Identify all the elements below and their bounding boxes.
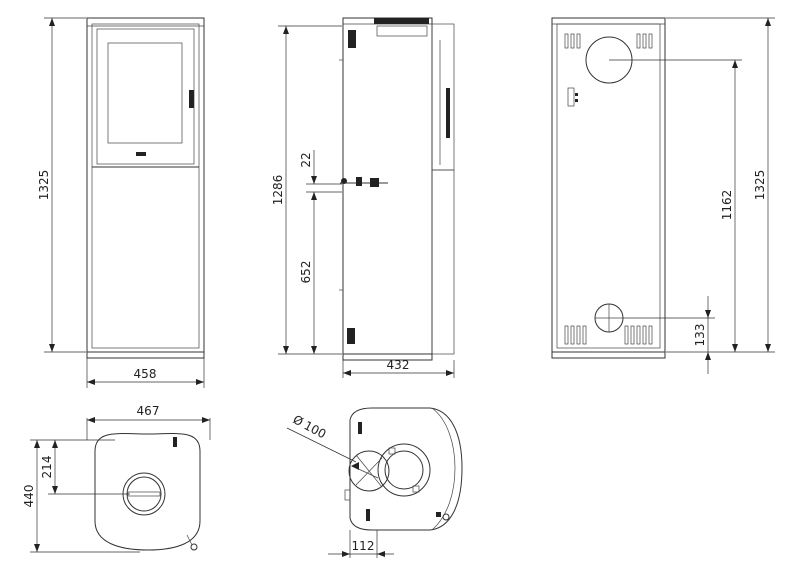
bottom-offset-label: 112 (352, 539, 375, 553)
rear-body (551, 17, 666, 353)
rear-view: 1325 1162 133 (551, 17, 775, 374)
bottom-flue-outlet (377, 443, 431, 497)
door-handle (189, 90, 194, 108)
side-gap-label: 22 (299, 152, 313, 167)
side-depth-label: 432 (387, 358, 410, 372)
side-height-label: 1286 (271, 175, 285, 206)
top-center-offset-label: 214 (40, 456, 54, 479)
bottom-diameter-label: 100 (302, 418, 329, 441)
side-vent-bottom (347, 328, 355, 344)
front-height-label: 1325 (37, 170, 51, 201)
side-vent-top (348, 30, 356, 48)
rear-bottom-vents (564, 325, 653, 345)
bottom-view: Ø 100 112 (286, 407, 463, 558)
front-body (86, 17, 205, 353)
front-width-label: 458 (134, 367, 157, 381)
top-width-label: 467 (137, 404, 160, 418)
bottom-air-inlet (348, 450, 390, 492)
rear-lower-outlet-height-label: 133 (693, 324, 707, 347)
front-view: 1325 458 (37, 17, 205, 388)
brand-logo (136, 152, 146, 156)
side-view: 1286 652 22 432 (271, 17, 455, 378)
front-glass (107, 42, 183, 144)
rear-upper-outlet-height-label: 1162 (720, 190, 734, 221)
rear-top-vents (564, 33, 653, 49)
side-mid-label: 652 (299, 261, 313, 284)
bottom-outline (349, 407, 463, 531)
top-view: 467 440 214 (22, 404, 211, 553)
top-depth-label: 440 (22, 485, 36, 508)
rear-total-height-label: 1325 (753, 170, 767, 201)
